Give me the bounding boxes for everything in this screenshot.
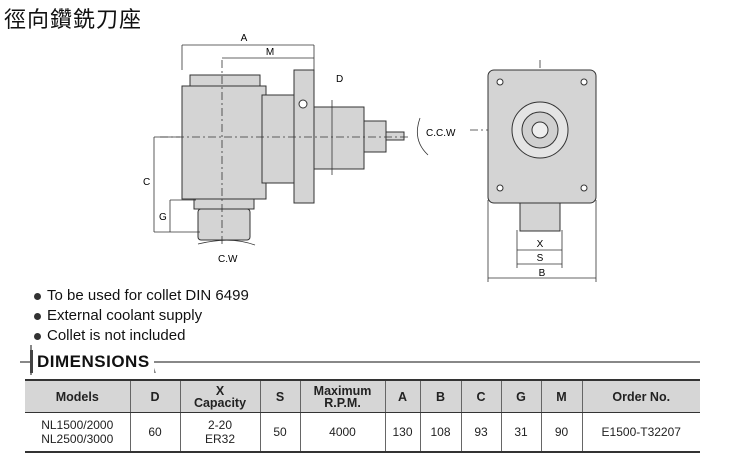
column-header: S [259,379,300,413]
table-cell: 4000 [299,412,385,453]
column-header: B [419,379,461,413]
bullet-icon [34,332,41,340]
header-text: Capacity [193,395,247,410]
cell-text: NL2500/3000 [41,432,114,446]
feature-text: To be used for collet DIN 6499 [47,287,249,304]
table-cell: 130 [384,412,420,453]
column-header: Order No. [581,379,700,413]
header-text: B [435,389,446,404]
cell-text: 31 [514,425,528,439]
header-text: X [215,383,225,398]
feature-item: To be used for collet DIN 6499 [34,286,249,306]
header-text: G [516,389,526,404]
feature-item: External coolant supply [34,306,249,326]
dimensions-header: DIMENSIONS [30,350,154,373]
table-cell: 93 [460,412,501,453]
column-header: Models [25,379,130,413]
table-cell: E1500-T32207 [581,412,700,453]
cell-text: 93 [474,425,488,439]
cell-text: 50 [273,425,287,439]
column-header: M [540,379,582,413]
feature-list: To be used for collet DIN 6499 External … [34,286,249,346]
dim-a-label: A [241,33,248,44]
table-cell: 31 [500,412,541,453]
column-header: G [500,379,541,413]
header-text: Order No. [612,389,671,404]
feature-text: External coolant supply [47,307,203,324]
section-divider [20,361,700,363]
dim-s-label: S [537,253,544,264]
header-text: D [150,389,160,404]
feature-item: Collet is not included [34,326,249,346]
cell-text: 2-20 [207,418,233,432]
page-title: 徑向鑽銑刀座 [4,8,143,33]
cw-label: C.W [218,254,238,265]
header-text: A [397,389,408,404]
dim-b-label: B [539,268,546,279]
cell-text: ER32 [204,432,236,446]
table-cell: 108 [419,412,461,453]
column-header: A [384,379,420,413]
dimensions-title: DIMENSIONS [37,352,150,371]
dim-c-label: C [143,177,150,188]
cell-text: 90 [554,425,569,439]
cell-text: 4000 [329,425,356,439]
cell-text: 130 [392,425,413,439]
bullet-icon [34,292,41,300]
header-text: R.P.M. [324,395,361,410]
header-text: M [556,389,567,404]
table-cell: 90 [540,412,582,453]
column-header: C [460,379,501,413]
header-text: Models [55,389,99,404]
header-text: S [275,389,285,404]
cell-text: 60 [148,425,162,439]
feature-text: Collet is not included [47,327,186,344]
ccw-label: C.C.W [426,128,456,139]
dim-g-label: G [159,212,167,223]
dim-m-label: M [266,47,274,58]
header-text: C [476,389,486,404]
cell-text: NL1500/2000 [41,418,114,432]
column-header: D [129,379,180,413]
tool-holder-drawing: A M D C G C.C.W C.W X S B [143,33,597,282]
bullet-icon [34,312,41,320]
cell-text: E1500-T32207 [601,425,681,439]
cell-text: 108 [430,425,451,439]
dim-d-label: D [336,74,343,85]
header-text: Maximum [313,383,372,398]
dim-x-label: X [537,239,544,250]
table-cell: 60 [129,412,180,453]
table-cell: 50 [259,412,300,453]
